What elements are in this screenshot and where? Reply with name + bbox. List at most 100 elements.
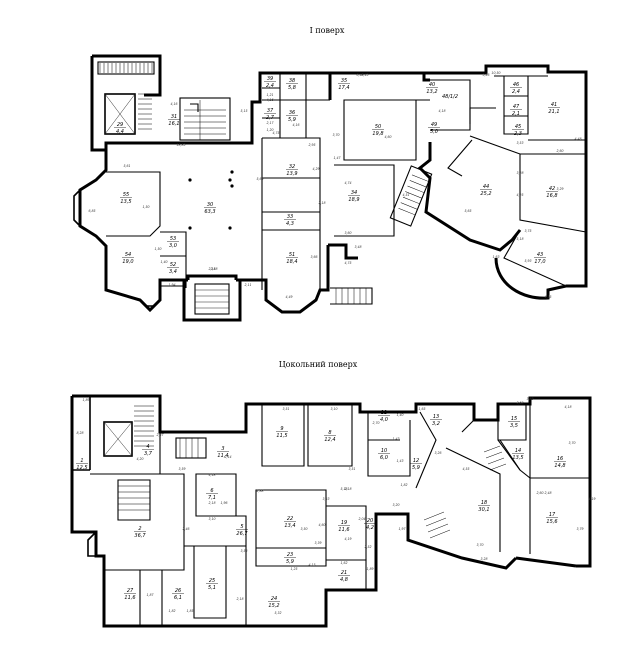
dimension-label: 2,18 — [208, 501, 215, 505]
room-number-16: 16 — [557, 456, 563, 462]
dimension-label: 1,20 — [266, 128, 273, 132]
dimension-label: 4,29 — [312, 167, 319, 171]
dimension-label: 3,51 — [348, 467, 355, 471]
dimension-label: 2,18 — [208, 267, 215, 271]
room-number-55: 55 — [123, 192, 129, 198]
west-wing-walls — [73, 71, 332, 322]
dimension-label: 5,65 — [256, 177, 263, 181]
room-number-6: 6 — [210, 488, 213, 494]
room-number-38: 38 — [289, 78, 295, 84]
floor-1-room-labels: 294,43116,13063,35513,55419,0533,0523,43… — [114, 76, 560, 275]
room-number-8: 8 — [328, 430, 331, 436]
room-number-12: 12 — [413, 458, 419, 464]
dimension-label: 1,40 — [160, 260, 167, 264]
room-area-47: 2,1 — [512, 111, 520, 117]
room-area-20: 4,2 — [366, 525, 374, 531]
room-area-4: 3,7 — [144, 451, 153, 457]
dimension-label: 2,48 — [544, 491, 551, 495]
dimension-label: 2,04 — [358, 517, 365, 521]
dimension-label: 5,61 — [123, 164, 130, 168]
dimension-label: 3,39 — [314, 541, 321, 545]
dimension-label: 3,53 — [240, 549, 247, 553]
room-area-10: 6,0 — [380, 455, 388, 461]
room-number-27: 27 — [127, 588, 134, 594]
room-number-3: 3 — [221, 446, 224, 452]
room-area-23: 5,9 — [286, 559, 294, 565]
room-area-29: 4,4 — [116, 129, 124, 135]
dimension-label: 4,16 — [292, 123, 299, 127]
dimension-label: 4,48 — [574, 137, 581, 141]
room-area-32: 13,9 — [286, 171, 297, 177]
room-area-27: 11,6 — [124, 595, 135, 601]
dimension-label: 4,25 — [516, 193, 523, 197]
dimension-label: 1,85 — [186, 609, 193, 613]
room-number-50: 50 — [375, 124, 381, 130]
room-number-42: 42 — [549, 186, 555, 192]
room-number-45: 45 — [515, 124, 521, 130]
dimension-label: 2,95 — [308, 143, 315, 147]
room-area-16: 14,8 — [554, 463, 565, 469]
stair-tower-floor-1 — [90, 54, 162, 152]
dimension-label: 3,51 — [282, 407, 289, 411]
room-area-21: 4,8 — [340, 577, 348, 583]
middle-wing-walls — [328, 71, 430, 260]
dimension-label: 4,19 — [344, 537, 351, 541]
dimension-label: 2,37 — [156, 433, 163, 437]
room-number-1: 1 — [80, 458, 83, 464]
room-number-49: 49 — [431, 122, 437, 128]
room-area-37: 2,7 — [266, 115, 275, 121]
room-number-14: 14 — [515, 448, 521, 454]
dimension-label: 2,11 — [244, 283, 251, 287]
dimension-label: 1,21 — [266, 93, 273, 97]
dimension-label: 10,50 — [491, 71, 500, 75]
basement-walls — [70, 394, 592, 628]
dimension-label: 2,18 — [344, 487, 351, 491]
room-area-3: 11,4 — [217, 453, 228, 459]
dimension-label: 2,46 — [182, 527, 189, 531]
room-number-51: 51 — [289, 252, 295, 258]
dimension-label: 1,94 — [168, 283, 175, 287]
room-number-5: 5 — [240, 524, 243, 530]
room-area-53: 3,0 — [169, 243, 177, 249]
room-number-40: 40 — [429, 82, 435, 88]
dimension-label: 5,32 — [274, 611, 281, 615]
room-area-2: 36,7 — [134, 533, 146, 539]
dimension-label: 2,60 — [556, 149, 563, 153]
dimension-label: 5,65 — [464, 209, 471, 213]
dimension-label: 3,70 — [332, 133, 339, 137]
room-number-32: 32 — [289, 164, 295, 170]
room-number-46: 46 — [513, 82, 519, 88]
room-number-30: 30 — [207, 202, 213, 208]
dimension-label: 5,18 — [516, 237, 523, 241]
room-area-45: 2,3 — [514, 131, 522, 137]
room-number-9: 9 — [280, 426, 283, 432]
room-area-50: 19,8 — [372, 131, 383, 137]
dimension-label: 3,70 — [476, 543, 483, 547]
dimension-label: 4,75 — [344, 261, 351, 265]
room-number-35: 35 — [341, 78, 347, 84]
east-wing-walls — [417, 64, 588, 300]
dimension-label: 5,26 — [482, 73, 489, 77]
room-number-15: 15 — [511, 416, 517, 422]
dimension-label: 4,19 — [588, 497, 595, 501]
dimension-label: 3,20 — [392, 503, 399, 507]
room-area-8: 12,4 — [324, 437, 335, 443]
dimension-label: 1,47 — [333, 156, 340, 160]
room-number-20: 20 — [367, 518, 373, 524]
room-area-43: 17,0 — [534, 259, 545, 265]
room-area-26: 6,1 — [174, 595, 182, 601]
central-stair-floor-1 — [179, 97, 231, 141]
dimension-label: 2,18 — [210, 267, 217, 271]
dimension-label: 3,28 — [480, 557, 487, 561]
room-number-52: 52 — [170, 262, 176, 268]
dimension-label: 1,82 — [168, 609, 175, 613]
dimension-label: 1,43 — [396, 459, 403, 463]
dimension-label: 1,89 — [82, 398, 89, 402]
room-area-6: 7,1 — [208, 495, 216, 501]
room-area-55: 13,5 — [120, 199, 131, 205]
dimension-label: 4,49 — [285, 295, 292, 299]
room-number-48-1-2: 48/1/2 — [442, 94, 458, 100]
room-number-23: 23 — [287, 552, 293, 558]
room-number-53: 53 — [170, 236, 176, 242]
dimension-label: 4,60 — [318, 523, 325, 527]
